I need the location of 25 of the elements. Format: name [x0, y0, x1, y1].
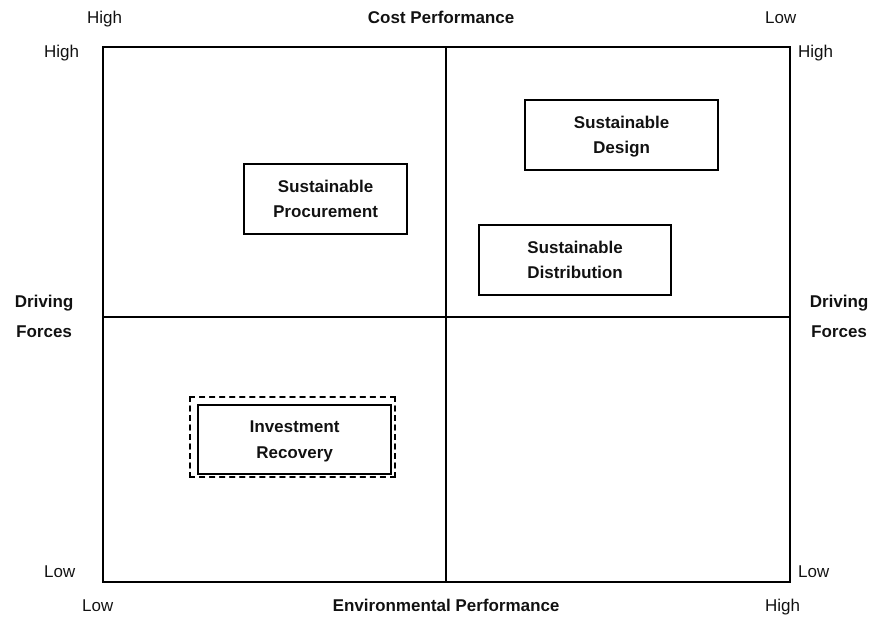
- box-label: Sustainable Distribution: [526, 236, 624, 284]
- quadrant-cell: [445, 316, 791, 583]
- dashed-frame: [189, 396, 396, 478]
- axis-title: Environmental Performance: [332, 596, 560, 616]
- axis-label: High: [44, 42, 79, 62]
- label-box: [524, 99, 719, 171]
- box-label: Investment Recovery: [248, 416, 340, 464]
- quadrant-cell: [102, 316, 447, 583]
- axis-label: High: [798, 42, 833, 62]
- label-box: [197, 404, 392, 475]
- axis-title: Cost Performance: [368, 8, 514, 28]
- box-label: Sustainable Design: [572, 112, 670, 159]
- label-box: [243, 163, 408, 235]
- axis-label: Low: [44, 562, 76, 582]
- axis-title: Driving Forces: [808, 291, 870, 343]
- axis-label: High: [87, 8, 122, 28]
- axis-title: Driving Forces: [14, 291, 74, 343]
- axis-label: High: [765, 596, 800, 616]
- quadrant-cell: [102, 46, 447, 318]
- label-box: [478, 224, 672, 296]
- axis-label: Low: [82, 596, 114, 616]
- axis-label: Low: [798, 562, 830, 582]
- axis-label: Low: [765, 8, 796, 28]
- quadrant-cell: [445, 46, 791, 318]
- box-label: Sustainable Procurement: [272, 176, 379, 223]
